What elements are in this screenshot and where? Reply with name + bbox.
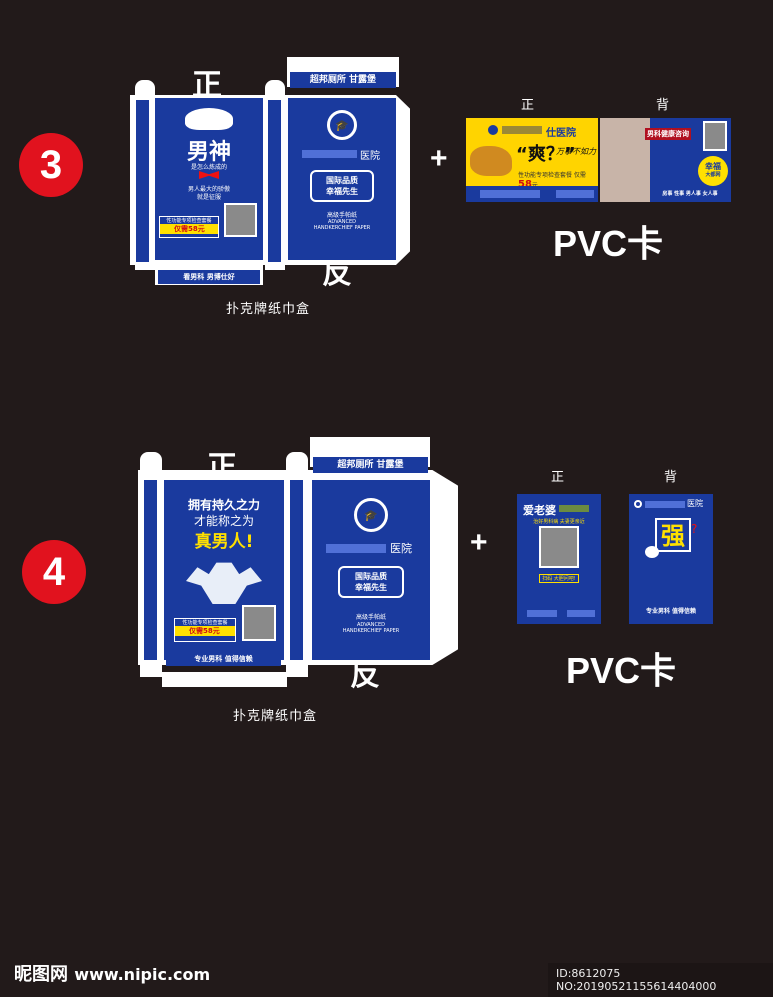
subtitle: 是怎么炼成的 <box>190 164 227 171</box>
scan-label: 扫码 大胆问吧! <box>539 574 579 583</box>
pvc-card-back: 男科健康咨询 幸福大都网 房事 性事 男人事 女人事 <box>600 118 731 202</box>
card-front-label: 正 <box>551 470 565 485</box>
price: 58 <box>518 179 532 190</box>
text-line: 才能称之为 <box>193 514 254 528</box>
hospital-name: 医院 <box>687 499 703 508</box>
site-watermark: 昵图网 www.nipic.com <box>14 960 210 986</box>
muscle-man-image <box>186 562 262 604</box>
bowtie-icon <box>199 171 219 179</box>
box-back-panel: 🎓 医院 国际品质 幸福先生 高级手帕纸 ADVANCED HANDKERCHI… <box>288 98 396 260</box>
slogan-line: 幸福先生 <box>355 583 387 592</box>
hospital-emblem-icon: 🎓 <box>354 498 388 532</box>
cartoon-icon <box>645 546 659 558</box>
tissue-en: HANDKERCHIEF PAPER <box>342 628 400 634</box>
price: 58元 <box>203 627 220 635</box>
pvc-card-front: 爱老婆 治好男科病 夫妻更亲近 扫码 大胆问吧! <box>517 494 601 624</box>
slogan-line: 幸福先生 <box>326 187 358 196</box>
promo: 性功能专项检查套餐 仅需 <box>518 172 586 179</box>
hospital-name: 医院 <box>390 542 412 555</box>
photo <box>600 118 650 202</box>
step-badge-4: 4 <box>22 540 86 604</box>
logo-icon <box>488 125 498 135</box>
question-mark: ? <box>691 522 698 536</box>
pvc-label: PVC卡 <box>553 223 664 264</box>
promo-line: 性功能专项检查套餐 <box>182 620 228 626</box>
text-line: 就是征服 <box>196 194 221 201</box>
box-back-panel: 🎓 医院 国际品质 幸福先生 高级手帕纸 ADVANCED HANDKERCHI… <box>312 480 430 660</box>
price-prefix: 仅需 <box>174 225 188 233</box>
card-front-label: 正 <box>521 98 535 113</box>
pvc-label: PVC卡 <box>566 650 677 691</box>
headline: 真男人! <box>194 532 254 552</box>
hat-icon <box>185 108 233 130</box>
title: 男神 <box>186 140 231 165</box>
tissue-label: 高级手帕纸 <box>326 212 357 219</box>
pvc-card-front: 仕医院 “爽？” 万事不如力 性功能专项检查套餐 仅需 58元 <box>466 118 598 202</box>
site-url: www.nipic.com <box>74 965 211 984</box>
badge-line: 大都网 <box>705 172 721 178</box>
subtitle: 治好男科病 夫妻更亲近 <box>533 519 585 525</box>
caption: 扑克牌纸巾盒 <box>233 709 318 724</box>
top-band: 超邦厕所 甘露堡 <box>313 457 428 473</box>
image-id: ID:8612075 NO:20190521155614404000 <box>548 963 773 997</box>
tissue-box-dieline: 超邦厕所 甘露堡 男神 是怎么炼成的 男人最大的骄傲 就是征服 性功能专项检查套… <box>130 57 410 285</box>
site-logo: 昵图网 <box>14 964 68 985</box>
blurred-name <box>326 544 386 553</box>
hospital-emblem-icon: 🎓 <box>327 110 357 140</box>
qr-code <box>539 526 579 568</box>
bottom-band: 专业男科 值得信赖 <box>166 652 281 666</box>
card-back-label: 背 <box>664 470 678 485</box>
badge-line: 幸福 <box>705 162 721 171</box>
price-unit: 元 <box>532 182 538 189</box>
qr-code <box>703 121 727 151</box>
box-front-panel: 男神 是怎么炼成的 男人最大的骄傲 就是征服 性功能专项检查套餐 仅需58元 <box>155 98 263 260</box>
slogan-line: 国际品质 <box>326 176 358 185</box>
bottom-slogan: 专业男科 值得信赖 <box>645 608 697 615</box>
caption: 扑克牌纸巾盒 <box>226 302 311 317</box>
step-badge-3: 3 <box>19 133 83 197</box>
top-band: 超邦厕所 甘露堡 <box>290 72 396 88</box>
side-panel-middle <box>268 100 281 262</box>
tissue-en: ADVANCED <box>357 622 385 628</box>
slogan-line: 国际品质 <box>355 572 387 581</box>
tissue-box-dieline: 超邦厕所 甘露堡 拥有持久之力 才能称之为 真男人! 性功能专项检查套餐 仅需5… <box>138 437 458 687</box>
strong-char: 强 <box>655 518 691 552</box>
text-line: 男人最大的骄傲 <box>187 186 230 193</box>
contact-bar <box>517 608 601 620</box>
price-prefix: 仅需 <box>189 627 203 635</box>
slogan: 房事 性事 男人事 女人事 <box>662 191 718 197</box>
blurred-name <box>302 150 357 158</box>
qr-code <box>242 605 276 641</box>
tagline: 万事不如力 <box>556 147 596 156</box>
hospital-name: 医院 <box>360 151 380 162</box>
tissue-label: 高级手帕纸 <box>355 614 386 621</box>
text-line: 拥有持久之力 <box>187 498 260 512</box>
contact-bar <box>466 186 598 202</box>
price: 58元 <box>188 225 205 233</box>
plus-sign: + <box>470 526 488 559</box>
promo-line: 性功能专项检查套餐 <box>166 218 212 224</box>
side-panel-left <box>144 480 157 660</box>
banner: 男科健康咨询 <box>645 128 691 140</box>
tissue-en: HANDKERCHIEF PAPER <box>313 225 371 231</box>
plus-sign: + <box>430 142 448 175</box>
hospital-name: 仕医院 <box>546 128 576 139</box>
tiger-image <box>470 146 512 176</box>
headline: “爽？” <box>516 144 576 165</box>
tissue-en: ADVANCED <box>328 219 356 225</box>
qr-code <box>224 203 257 237</box>
card-back-label: 背 <box>656 98 670 113</box>
box-front-panel: 拥有持久之力 才能称之为 真男人! 性功能专项检查套餐 仅需58元 <box>164 480 284 660</box>
side-panel-middle <box>290 480 303 660</box>
bottom-band: 看男科 男博仕好 <box>158 270 260 284</box>
side-panel-left <box>136 100 149 262</box>
title: 爱老婆 <box>523 504 556 517</box>
pvc-card-back: 医院 强 ? 专业男科 值得信赖 <box>629 494 713 624</box>
happy-badge: 幸福大都网 <box>698 156 728 186</box>
logo-icon <box>634 500 642 508</box>
